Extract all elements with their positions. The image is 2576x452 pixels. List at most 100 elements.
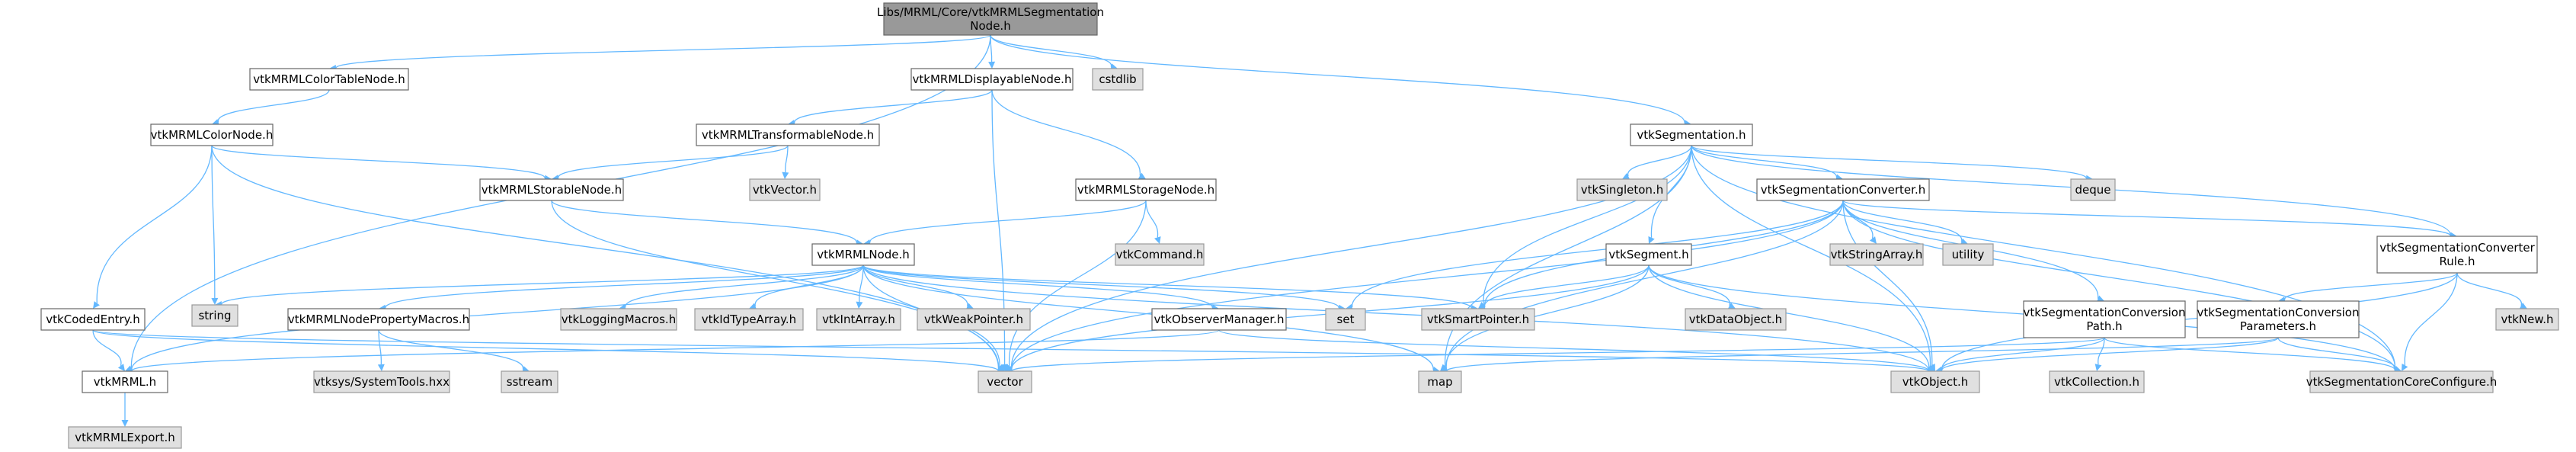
node-segmentation-box [1630, 123, 1753, 146]
node-segconverter[interactable]: vtkSegmentationConverter.h [1756, 178, 1930, 201]
node-transformable[interactable]: vtkMRMLTransformableNode.h [696, 123, 880, 146]
edge-mrmlnode-to-observer [862, 264, 1213, 309]
node-mrmlexport-label: vtkMRMLExport.h [75, 431, 174, 444]
edge-codedentry-to-vtkobject [92, 329, 1929, 372]
node-propmacros-label: vtkMRMLNodePropertyMacros.h [288, 313, 469, 326]
edge-segmentation-to-singleton [1627, 145, 1692, 177]
node-vector-box [978, 370, 1032, 393]
edge-segment-to-smartptr [1484, 264, 1650, 307]
node-transformable-box [696, 123, 880, 146]
node-vtknew: vtkNew.h [2495, 308, 2559, 331]
node-sstream-box [501, 370, 558, 393]
node-vtkvector-box [749, 178, 821, 201]
node-segconverter-box [1756, 178, 1930, 201]
edge-transformable-to-storable [558, 145, 789, 179]
arrowhead-segmentation-to-singleton [1622, 173, 1630, 180]
arrowhead-segment-to-dataobject [1727, 302, 1736, 309]
edge-color-to-storable [211, 145, 546, 179]
edge-segconverter-to-set [1352, 200, 1844, 308]
arrowhead-transformable-to-vtkvector [782, 172, 789, 179]
node-vtkobject: vtkObject.h [1890, 370, 1980, 393]
edge-segmentation-to-segconverter [1691, 145, 1837, 178]
arrowhead-color-to-codedentry [93, 301, 100, 309]
node-observer[interactable]: vtkObserverManager.h [1151, 308, 1287, 331]
edge-propmacros-to-sstream [378, 329, 523, 370]
node-transformable-label: vtkMRMLTransformableNode.h [702, 128, 874, 142]
node-sstream: sstream [501, 370, 558, 393]
node-segmentation[interactable]: vtkSegmentation.h [1630, 123, 1753, 146]
node-segment[interactable]: vtkSegment.h [1605, 243, 1692, 266]
arrowhead-segconverter-to-vtkobject [1928, 363, 1935, 371]
node-mrmlnode[interactable]: vtkMRMLNode.h [811, 243, 915, 266]
node-storage[interactable]: vtkMRMLStorageNode.h [1075, 178, 1217, 201]
node-propmacros-box [287, 308, 470, 331]
node-smartptr-label: vtkSmartPointer.h [1427, 313, 1529, 326]
node-deque: deque [2070, 178, 2116, 201]
node-collection: vtkCollection.h [2049, 370, 2145, 393]
arrowhead-propmacros-to-systemtools [377, 364, 385, 371]
edge-color-to-string [211, 145, 216, 299]
node-vtkmrml-box [82, 370, 168, 393]
node-color-box [150, 123, 274, 146]
edge-mrmlnode-to-string [221, 264, 864, 306]
node-singleton-box [1576, 178, 1668, 201]
arrowhead-segment-to-vtkobject [1927, 365, 1935, 373]
node-utility-label: utility [1952, 248, 1985, 261]
node-dataobject-box [1685, 308, 1787, 331]
edge-mrmlnode-to-intarray [859, 264, 864, 303]
arrowhead-vtkmrml-to-mrmlexport [121, 420, 129, 427]
node-segment-box [1605, 243, 1692, 266]
edge-segconverter-to-vector [1011, 200, 1844, 370]
node-systemtools: vtksys/SystemTools.hxx [313, 370, 450, 393]
edge-convrule-to-vtknew [2456, 272, 2522, 306]
node-intarray: vtkIntArray.h [816, 308, 901, 331]
node-propmacros[interactable]: vtkMRMLNodePropertyMacros.h [287, 308, 470, 331]
node-observer-box [1151, 308, 1287, 331]
node-vtkmrml[interactable]: vtkMRML.h [82, 370, 168, 393]
node-utility: utility [1942, 243, 1994, 266]
node-colortable[interactable]: vtkMRMLColorTableNode.h [249, 68, 409, 91]
node-convrule-label: vtkSegmentationConverter [2379, 241, 2535, 255]
node-codedentry-box [40, 308, 146, 331]
arrowhead-root-to-displayable [988, 61, 996, 69]
arrowhead-convrule-to-coreconfig [2402, 363, 2408, 371]
node-logging-box [560, 308, 677, 331]
node-displayable[interactable]: vtkMRMLDisplayableNode.h [910, 68, 1074, 91]
node-convrule-label: Rule.h [2440, 255, 2475, 268]
node-storage-box [1075, 178, 1217, 201]
node-codedentry[interactable]: vtkCodedEntry.h [40, 308, 146, 331]
node-deque-label: deque [2075, 183, 2110, 197]
edge-mrmlnode-to-propmacros [385, 264, 864, 309]
edge-mrmlnode-to-idtype [754, 264, 864, 306]
edge-segconverter-to-utility [1842, 200, 1963, 242]
edge-displayable-to-transformable [794, 89, 993, 123]
edge-colortable-to-color [217, 89, 330, 123]
node-string-box [191, 304, 238, 327]
edge-segconverter-to-convrule [1842, 200, 2451, 237]
node-color[interactable]: vtkMRMLColorNode.h [150, 123, 274, 146]
node-stringarray-label: vtkStringArray.h [1831, 248, 1923, 261]
edge-observer-to-vtkmrml [131, 329, 1220, 372]
node-vector: vector [978, 370, 1032, 393]
edge-segment-to-map [1445, 264, 1650, 368]
node-coreconfig-box [2309, 370, 2494, 393]
node-storable[interactable]: vtkMRMLStorableNode.h [479, 178, 624, 201]
node-vtkcommand: vtkCommand.h [1115, 243, 1205, 266]
edge-mrmlnode-to-map [862, 264, 1434, 370]
node-vtkcommand-box [1115, 243, 1205, 266]
node-smartptr-box [1421, 308, 1535, 331]
edge-mrmlnode-to-weakptr [862, 264, 968, 306]
node-cstdlib: cstdlib [1092, 68, 1144, 91]
edge-propmacros-to-systemtools [378, 329, 382, 365]
node-dataobject-label: vtkDataObject.h [1689, 313, 1782, 326]
node-systemtools-label: vtksys/SystemTools.hxx [314, 375, 450, 389]
node-systemtools-box [313, 370, 450, 393]
node-displayable-label: vtkMRMLDisplayableNode.h [913, 72, 1072, 86]
node-vtkcommand-label: vtkCommand.h [1116, 248, 1204, 261]
node-segment-label: vtkSegment.h [1608, 248, 1688, 261]
